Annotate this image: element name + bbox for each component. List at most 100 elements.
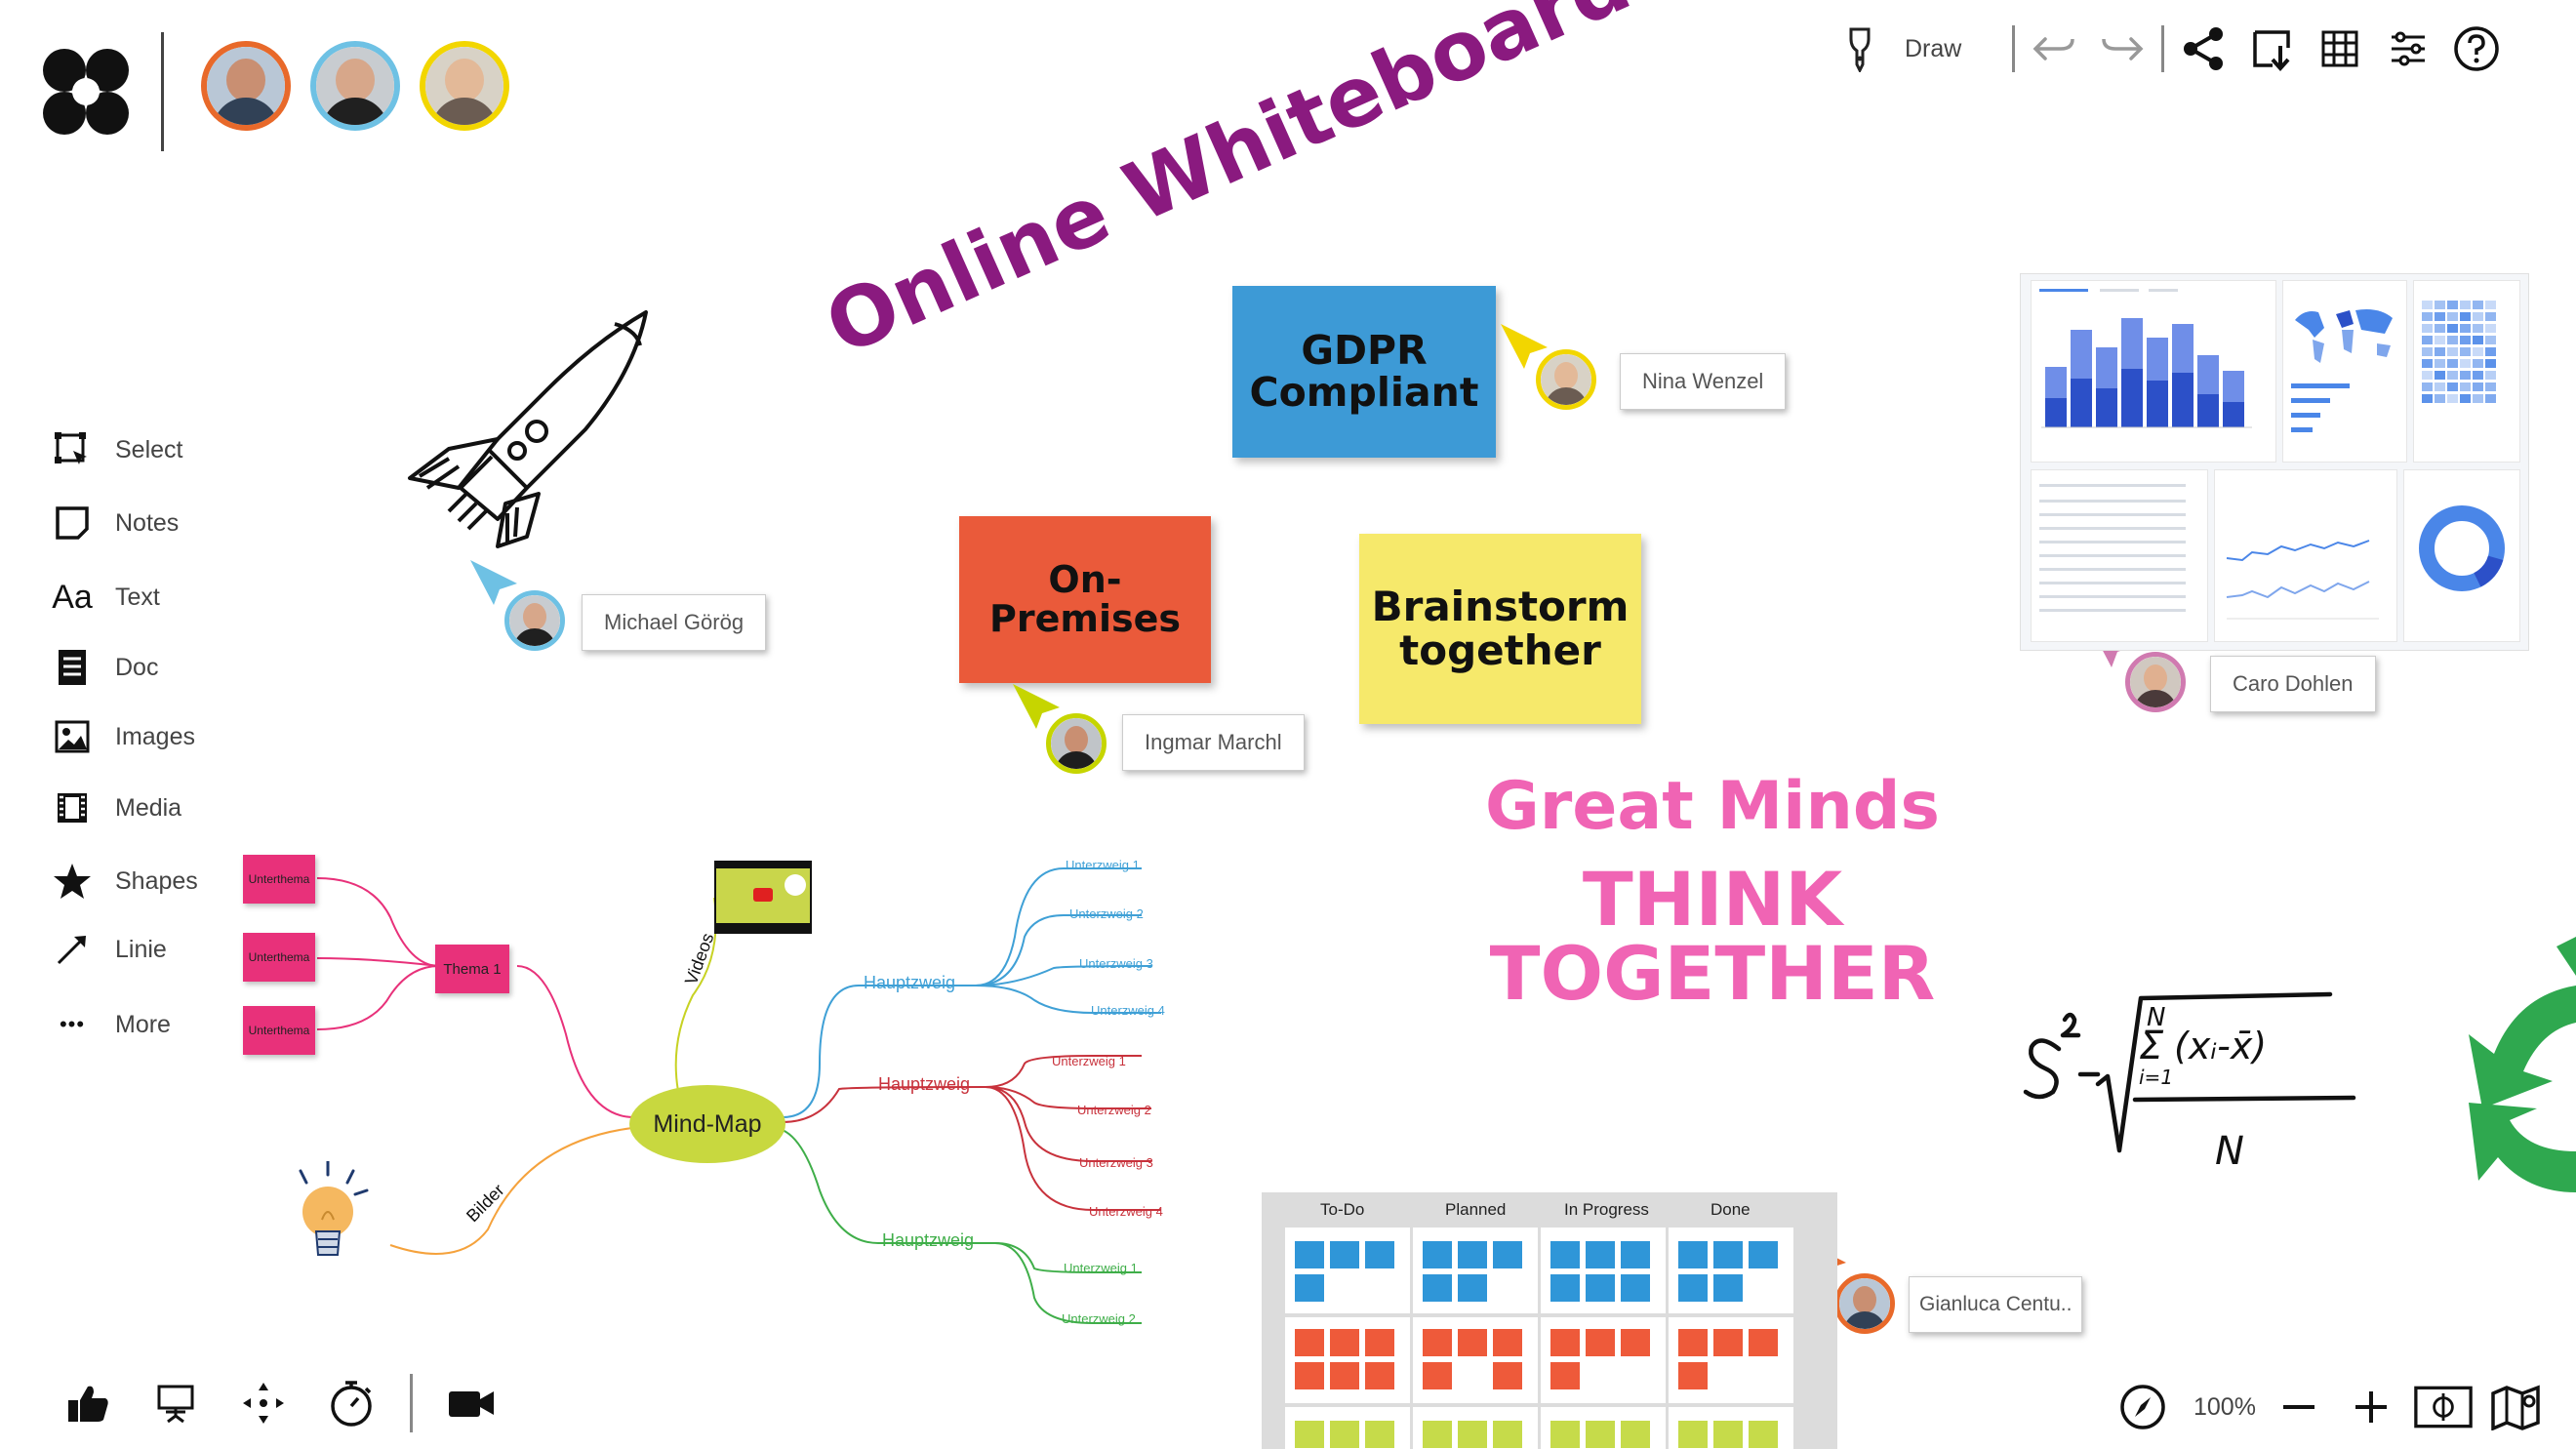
dashboard-panel xyxy=(2031,469,2208,642)
dashboard-panel xyxy=(2214,469,2397,642)
video-thumbnail[interactable] xyxy=(714,861,812,934)
note-icon xyxy=(51,502,94,544)
mindmap-leaf-label: Unterzweig 1 xyxy=(1066,858,1140,872)
grid-icon[interactable] xyxy=(2311,20,2369,78)
dashboard-panel xyxy=(2413,280,2520,463)
tool-doc[interactable]: Doc xyxy=(51,638,158,697)
tool-text[interactable]: Aa Text xyxy=(51,568,160,626)
formula-text: (xᵢ-x̄) xyxy=(2174,1025,2267,1067)
doc-icon xyxy=(51,646,94,689)
minimap-icon[interactable] xyxy=(2486,1378,2545,1436)
tool-linie[interactable]: Linie xyxy=(51,920,167,979)
mindmap-center-node[interactable]: Mind-Map xyxy=(629,1085,785,1163)
headline-online-whiteboard[interactable]: Online Whiteboard xyxy=(812,0,1644,374)
app-logo-icon xyxy=(43,49,129,135)
cursor-pointer xyxy=(1013,684,1062,729)
cursor-avatar xyxy=(2125,652,2186,712)
zoom-level[interactable]: 100% xyxy=(2194,1392,2256,1421)
mindmap-leaf-label: Unterzweig 1 xyxy=(1064,1261,1138,1275)
fit-view-icon[interactable] xyxy=(2414,1378,2473,1436)
lightbulb-icon[interactable] xyxy=(289,1161,377,1268)
cursor-nametag: Gianluca Centu.. xyxy=(1909,1276,2083,1333)
sticky-note-on-premises[interactable]: On- Premises xyxy=(959,516,1211,683)
refresh-arrows-graphic[interactable] xyxy=(2459,937,2576,1229)
kanban-board[interactable]: To-Do Planned In Progress Done xyxy=(1262,1192,1837,1449)
image-icon xyxy=(51,715,94,758)
avatar[interactable] xyxy=(201,41,291,131)
mindmap-branch-label: Hauptzweig xyxy=(882,1230,975,1250)
avatar[interactable] xyxy=(420,41,509,131)
undo-icon[interactable] xyxy=(2025,20,2083,78)
svg-text:Σ: Σ xyxy=(2139,1024,2164,1068)
tagline-think-together[interactable]: THINK TOGETHER xyxy=(1489,856,1936,1017)
sticky-note-gdpr[interactable]: GDPR Compliant xyxy=(1232,286,1496,458)
tool-media[interactable]: Media xyxy=(51,779,181,837)
tool-label: Text xyxy=(115,583,160,611)
settings-sliders-icon[interactable] xyxy=(2379,20,2437,78)
mindmap-leaf-label: Unterzweig 2 xyxy=(1062,1311,1136,1326)
kanban-column-header: Planned xyxy=(1445,1200,1507,1219)
tool-select[interactable]: Select xyxy=(51,421,182,479)
fit-to-screen-icon[interactable] xyxy=(234,1374,293,1432)
thumbs-up-icon[interactable] xyxy=(59,1374,117,1432)
tool-more[interactable]: ••• More xyxy=(51,995,171,1054)
mindmap-node[interactable]: Thema 1 xyxy=(435,945,509,993)
film-icon xyxy=(51,786,94,829)
play-icon xyxy=(753,888,773,902)
cursor-avatar xyxy=(1536,349,1596,410)
tool-label: Shapes xyxy=(115,866,198,895)
collaborator-avatars xyxy=(201,41,509,131)
cursor-nametag: Michael Görög xyxy=(582,594,767,651)
mindmap-node[interactable]: Unterthema xyxy=(243,1006,315,1055)
toolbar-divider xyxy=(2012,25,2016,72)
draw-pen-icon[interactable] xyxy=(1831,20,1889,78)
zoom-out-icon[interactable] xyxy=(2270,1378,2328,1436)
mindmap-branch-label: Hauptzweig xyxy=(878,1074,971,1094)
formula-text: i=1 xyxy=(2139,1066,2173,1089)
tool-label: Notes xyxy=(115,508,180,537)
help-icon[interactable] xyxy=(2447,20,2506,78)
mindmap-leaf-label: Unterzweig 2 xyxy=(1077,1103,1151,1117)
tool-label: Media xyxy=(115,793,182,822)
rocket-sketch[interactable] xyxy=(390,302,664,556)
mindmap-leaf-label: Unterzweig 2 xyxy=(1069,906,1144,921)
mindmap-leaf-label: Unterzweig 3 xyxy=(1079,1155,1153,1170)
handwritten-formula[interactable]: N Σ i=1 (xᵢ-x̄) N xyxy=(2020,990,2361,1181)
zoom-in-icon[interactable] xyxy=(2342,1378,2400,1436)
video-camera-icon[interactable] xyxy=(442,1374,501,1432)
share-icon[interactable] xyxy=(2174,20,2233,78)
kanban-column-header: Done xyxy=(1711,1200,1751,1219)
formula-text: N xyxy=(2215,1129,2244,1174)
mindmap-node[interactable]: Unterthema xyxy=(243,855,315,904)
sticky-text: Brainstorm xyxy=(1371,583,1630,631)
mind-map[interactable]: Unterthema Unterthema Unterthema Thema 1… xyxy=(234,839,1210,1347)
bottom-right-toolbar: 100% xyxy=(2113,1378,2545,1436)
compass-icon[interactable] xyxy=(2113,1378,2172,1436)
kanban-column-header: To-Do xyxy=(1320,1200,1365,1219)
analytics-dashboard-image[interactable] xyxy=(2020,273,2529,651)
timer-icon[interactable] xyxy=(322,1374,381,1432)
sticky-text: together xyxy=(1399,625,1601,674)
more-dots-icon: ••• xyxy=(59,1012,86,1036)
select-icon xyxy=(51,428,94,471)
cursor-nametag: Caro Dohlen xyxy=(2210,656,2376,712)
bottom-left-toolbar xyxy=(59,1374,501,1432)
sticky-text: Compliant xyxy=(1249,369,1479,416)
arrow-line-icon xyxy=(51,928,94,971)
redo-icon[interactable] xyxy=(2093,20,2152,78)
mindmap-node[interactable]: Unterthema xyxy=(243,933,315,982)
avatar[interactable] xyxy=(310,41,400,131)
mindmap-leaf-label: Unterzweig 4 xyxy=(1089,1204,1163,1219)
mindmap-center-label: Mind-Map xyxy=(653,1109,762,1138)
presentation-icon[interactable] xyxy=(146,1374,205,1432)
tool-shapes[interactable]: Shapes xyxy=(51,852,198,910)
cursor-nametag: Ingmar Marchl xyxy=(1122,714,1305,771)
app-logo[interactable] xyxy=(41,47,131,137)
draw-label[interactable]: Draw xyxy=(1905,34,1962,62)
tool-notes[interactable]: Notes xyxy=(51,494,179,552)
tool-label: Linie xyxy=(115,935,167,963)
sticky-note-brainstorm[interactable]: Brainstorm together xyxy=(1359,534,1641,724)
tool-images[interactable]: Images xyxy=(51,707,195,766)
tagline-great-minds[interactable]: Great Minds xyxy=(1484,768,1941,845)
export-icon[interactable] xyxy=(2242,20,2301,78)
